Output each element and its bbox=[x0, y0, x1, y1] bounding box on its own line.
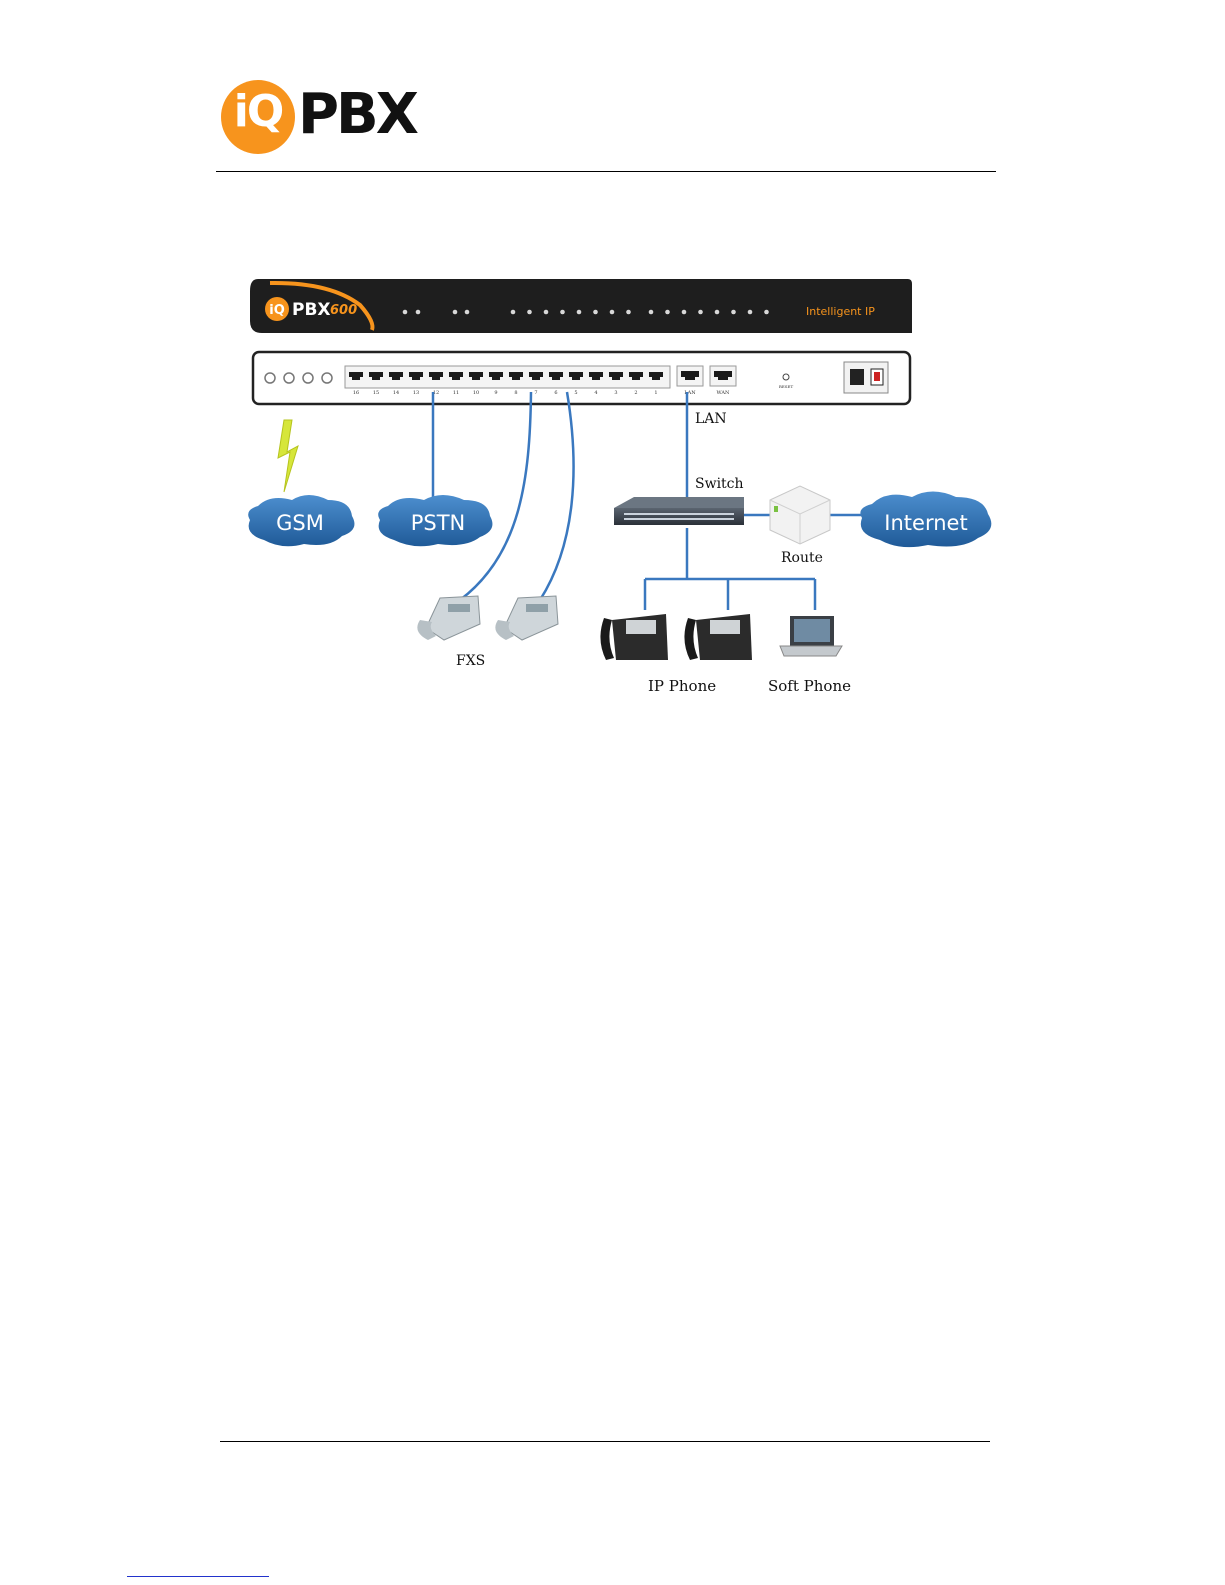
status-led bbox=[560, 310, 565, 315]
status-led bbox=[731, 310, 736, 315]
status-led bbox=[465, 310, 470, 315]
route-label: Route bbox=[781, 550, 823, 566]
port-number-label: 16 bbox=[353, 390, 359, 396]
wan-port-label: WAN bbox=[717, 390, 731, 396]
port-number-label: 2 bbox=[634, 390, 637, 396]
device-tagline: Intelligent IP bbox=[806, 305, 875, 318]
port-number-label: 15 bbox=[373, 390, 379, 396]
gsm-label: GSM bbox=[276, 511, 324, 535]
footer-rule bbox=[220, 1441, 990, 1442]
reset-label: RESET bbox=[779, 384, 794, 389]
status-led bbox=[665, 310, 670, 315]
port-number-label: 10 bbox=[473, 390, 479, 396]
switch-icon bbox=[614, 497, 744, 525]
port-number-label: 9 bbox=[494, 390, 497, 396]
switch-label: Switch bbox=[695, 476, 744, 492]
device-front-panel: iQ PBX 600 Intelligent IP bbox=[250, 279, 912, 333]
soft-phone-label: Soft Phone bbox=[768, 677, 851, 695]
device-model: 600 bbox=[330, 303, 357, 318]
lan-label: LAN bbox=[695, 411, 727, 427]
internet-cloud: Internet bbox=[860, 492, 991, 548]
port-number-label: 8 bbox=[514, 390, 517, 396]
status-led bbox=[403, 310, 408, 315]
footer-link-underline[interactable] bbox=[127, 1576, 269, 1577]
port-number-label: 7 bbox=[534, 390, 537, 396]
status-led bbox=[764, 310, 769, 315]
port-number-label: 1 bbox=[654, 390, 657, 396]
port-number-label: 13 bbox=[413, 390, 419, 396]
router-icon bbox=[770, 486, 830, 544]
port-number-label: 5 bbox=[574, 390, 577, 396]
status-led bbox=[649, 310, 654, 315]
device-brand-pbx: PBX bbox=[292, 300, 331, 320]
status-led bbox=[577, 310, 582, 315]
fxs-phone-1 bbox=[417, 596, 480, 640]
device-brand-iq: iQ bbox=[269, 303, 285, 318]
status-led bbox=[511, 310, 516, 315]
status-led bbox=[715, 310, 720, 315]
status-led bbox=[748, 310, 753, 315]
gsm-cloud: GSM bbox=[248, 495, 354, 546]
port-number-label: 6 bbox=[554, 390, 557, 396]
port-number-label: 11 bbox=[453, 390, 459, 396]
fxs-phone-2 bbox=[495, 596, 558, 640]
pstn-label: PSTN bbox=[411, 511, 466, 535]
status-led bbox=[698, 310, 703, 315]
port-number-label: 4 bbox=[594, 390, 597, 396]
fxs-label: FXS bbox=[456, 653, 485, 669]
port-number-label: 14 bbox=[393, 390, 399, 396]
internet-label: Internet bbox=[884, 511, 967, 535]
status-led bbox=[610, 310, 615, 315]
status-led bbox=[453, 310, 458, 315]
pstn-cloud: PSTN bbox=[378, 495, 492, 546]
status-led bbox=[682, 310, 687, 315]
wireless-icon bbox=[278, 420, 298, 492]
status-led bbox=[626, 310, 631, 315]
port-number-label: 3 bbox=[614, 390, 617, 396]
ip-phone-1 bbox=[600, 614, 668, 660]
laptop-icon bbox=[780, 616, 842, 656]
status-led bbox=[527, 310, 532, 315]
ip-phone-label: IP Phone bbox=[648, 677, 716, 695]
ip-phone-2 bbox=[684, 614, 752, 660]
status-led bbox=[593, 310, 598, 315]
status-led bbox=[416, 310, 421, 315]
status-led bbox=[544, 310, 549, 315]
